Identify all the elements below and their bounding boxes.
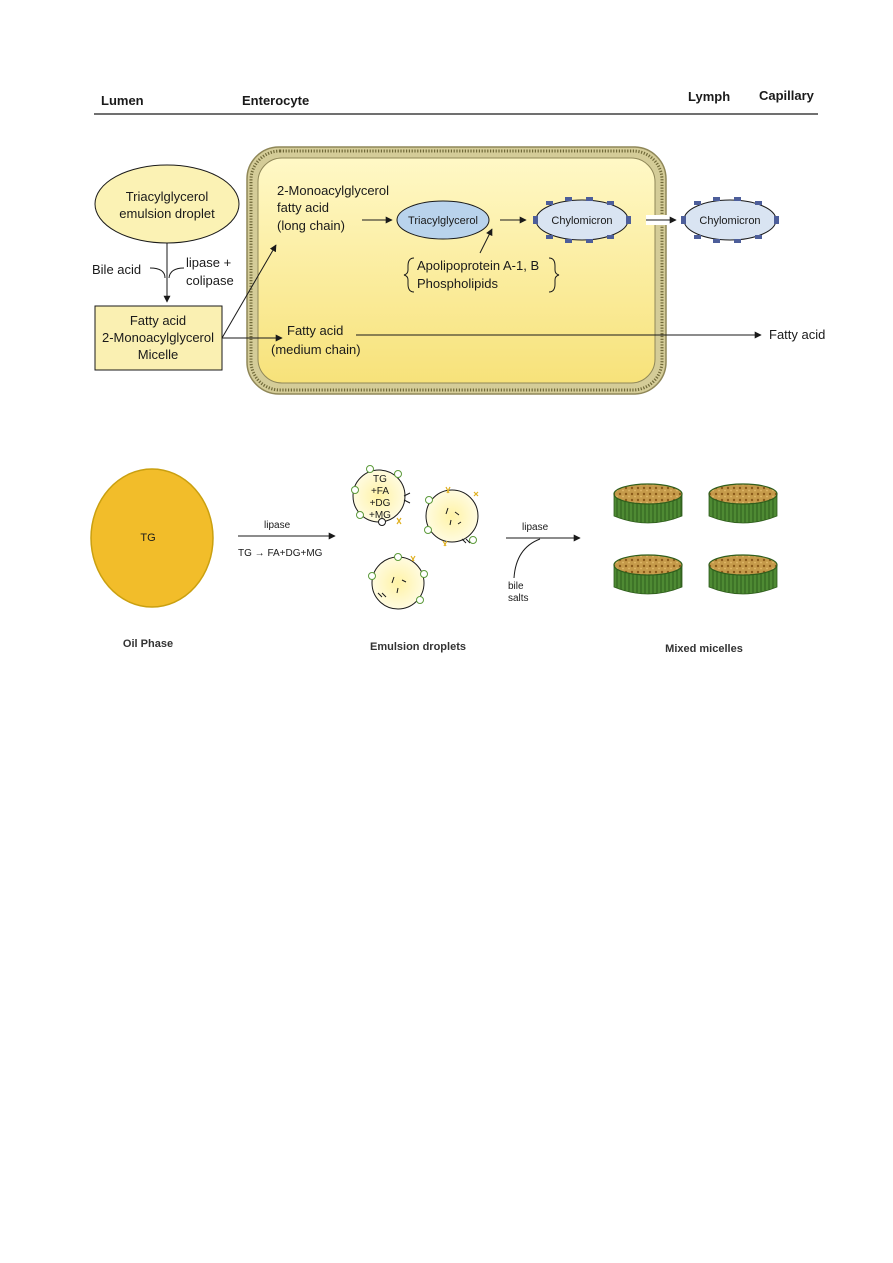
chylomicron-outer: Chylomicron — [681, 197, 779, 243]
oil-phase: TG Oil Phase — [90, 468, 214, 650]
fa-medium-label-2: (medium chain) — [271, 342, 361, 357]
micelle-box: Fatty acid 2-Monoacylglycerol Micelle — [94, 305, 223, 371]
fa-out-label: Fatty acid — [769, 327, 825, 342]
bile-salts-curve — [513, 538, 541, 579]
header-enterocyte: Enterocyte — [242, 93, 309, 108]
micelle-label-3: Micelle — [138, 347, 178, 362]
triacylglycerol-shape — [396, 200, 490, 240]
lipase-label-1: lipase + — [186, 255, 231, 270]
droplet-dg: +DG — [370, 498, 391, 509]
oil-droplet — [90, 468, 214, 608]
bile-salts-label-2: salts — [508, 593, 529, 604]
micelle-box-shape — [94, 305, 223, 371]
fa-medium-label-1: Fatty acid — [287, 323, 343, 338]
header-lumen: Lumen — [101, 93, 144, 108]
arrow-apo-to-assembly — [479, 228, 493, 254]
arrow-micelle-to-monoacylglycerol — [221, 244, 277, 339]
micelle-label-1: Fatty acid — [130, 313, 186, 328]
emulsion-droplet: Triacylglycerol emulsion droplet — [94, 164, 240, 244]
emulsion-droplet-1: TG +FA +DG +MG — [351, 465, 411, 526]
chylomicron-inner-knobs — [533, 197, 631, 243]
lipase-curve — [168, 267, 185, 279]
bile-acid-curve — [149, 267, 166, 279]
triacylglycerol-node: Triacylglycerol — [396, 200, 490, 240]
emulsion-label-1: Triacylglycerol — [126, 189, 209, 204]
caption-emulsion-droplets: Emulsion droplets — [370, 641, 466, 653]
monoacylglycerol-label-2: fatty acid — [277, 200, 329, 215]
emulsion-droplet-2 — [424, 486, 479, 547]
droplet-mg: +MG — [369, 510, 391, 521]
chylomicron-inner: Chylomicron — [533, 197, 631, 243]
emulsion-droplet-shape — [94, 164, 240, 244]
micelle-2 — [708, 483, 778, 524]
lipase2-label: lipase — [522, 522, 549, 533]
cell-membrane-bilayer — [249, 149, 664, 392]
apo-right-brace — [548, 257, 560, 293]
lipase-label-2: colipase — [186, 273, 234, 288]
apo-label-2: Phospholipids — [417, 276, 498, 291]
emulsion-label-2: emulsion droplet — [119, 206, 215, 221]
bile-salts-label-1: bile — [508, 581, 524, 592]
micelle-1 — [613, 483, 683, 524]
lipase1-label: lipase — [264, 520, 291, 531]
compartment-header: Lumen Enterocyte Lymph Capillary — [94, 88, 818, 115]
header-capillary: Capillary — [759, 88, 815, 103]
apo-left-brace — [403, 257, 415, 293]
header-lymph: Lymph — [688, 89, 730, 104]
micelle-label-2: 2-Monoacylglycerol — [102, 330, 214, 345]
emulsion-droplet-3 — [368, 553, 428, 610]
monoacylglycerol-label-1: 2-Monoacylglycerol — [277, 183, 389, 198]
reaction-label: TG → FA+DG+MG — [238, 548, 323, 559]
oil-tg-label: TG — [140, 532, 155, 544]
chylomicron-outer-knobs — [681, 197, 779, 243]
bile-acid-label: Bile acid — [92, 262, 141, 277]
caption-mixed-micelles: Mixed micelles — [665, 643, 743, 655]
mixed-micelles: Mixed micelles — [613, 483, 778, 655]
emulsion-droplets: TG +FA +DG +MG Emulsion — [351, 465, 479, 653]
monoacylglycerol-label-3: (long chain) — [277, 218, 345, 233]
micelle-3 — [613, 554, 683, 595]
chylomicron-inner-label: Chylomicron — [551, 215, 612, 227]
chylomicron-outer-label: Chylomicron — [699, 215, 760, 227]
droplet-fa: +FA — [371, 486, 389, 497]
micelle-4 — [708, 554, 778, 595]
apo-label-1: Apolipoprotein A-1, B — [417, 258, 539, 273]
caption-oil-phase: Oil Phase — [123, 638, 173, 650]
droplet-tg: TG — [373, 474, 387, 485]
triacylglycerol-label: Triacylglycerol — [408, 215, 478, 227]
